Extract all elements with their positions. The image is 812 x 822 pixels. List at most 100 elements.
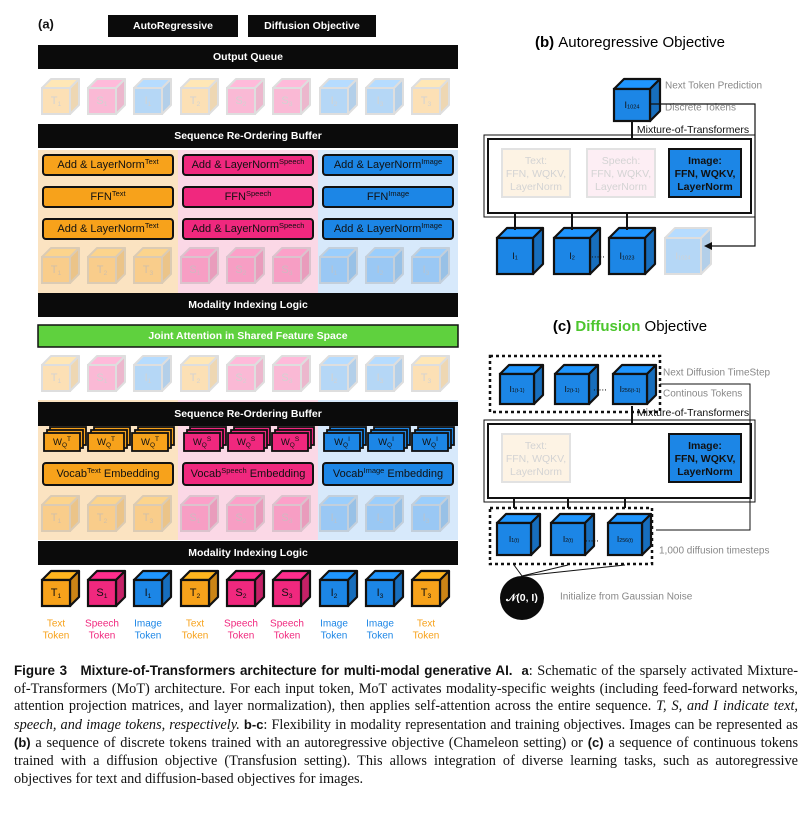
wq-card-2-0-0 [323,432,361,452]
cube-label: T1 [51,587,62,599]
cube-top [41,355,80,366]
caption-b-ref: (b) [14,735,31,751]
cube-side [300,78,311,115]
cube-label: S2 [235,512,246,524]
cube-label: S3 [281,587,292,599]
input-caption-type-4: Speech [224,619,258,630]
cube-front [272,256,302,284]
output-token-5: S3 [272,78,311,115]
cube-top [226,355,265,366]
cube-front [319,364,349,392]
input-token-0: T1 [40,569,81,608]
output-token-7: I3 [365,78,404,115]
layernorm-bottom-2-label: Add & LayerNormImage [334,221,442,236]
cube-top [180,78,219,89]
wq-label-1-2: WQS [281,436,300,449]
layernorm-bottom-1: Add & LayerNormSpeech [182,218,314,240]
panel-b-input-cube-0: I1 [495,226,545,276]
sorted-token-low-0: T1 [41,495,80,532]
expert-line3: LayerNorm [510,466,562,478]
mid-token-0: T1 [41,355,80,392]
cube-side [439,355,450,392]
cube-front [411,364,441,392]
cube-front [180,87,210,115]
panel-b-expert-1: Speech:FFN, WQKV,LayerNorm [586,148,656,198]
layernorm-bottom-0: Add & LayerNormText [42,218,174,240]
joint-attention-label: Joint Attention in Shared Feature Space [148,330,347,342]
cube-label: T3 [421,587,432,599]
cube-side [69,355,80,392]
layernorm-top-0: Add & LayerNormText [42,154,174,176]
cube-label: I3 [377,587,384,599]
cube-label: I2 [569,251,575,261]
cube-front [411,256,441,284]
cube-side [529,512,542,557]
expert-title: Text: [525,440,547,452]
diffusion-objective-pill: Diffusion Objective [248,15,376,37]
input-caption-type-8: Text [417,619,436,630]
cube-front [607,236,647,276]
cube-front [606,521,644,557]
cube-side [300,495,311,532]
cube-side [208,495,219,532]
cube-top [272,495,311,506]
caption-c-text: a sequence of continuous tokens trained … [14,735,799,787]
next-step-label: Next Diffusion TimeStep [663,368,771,379]
cube-side [69,247,80,284]
autoregressive-pill: AutoRegressive [108,15,238,37]
cube-front [132,578,164,608]
cube-label: S2 [235,372,246,384]
wq-card-0-0-0 [43,432,81,452]
cube-front [664,237,702,275]
cube-top [226,495,265,506]
cube-top [365,355,404,366]
sorted-token-low-3: S1 [180,495,219,532]
cube-label: T2 [190,372,201,384]
modality-logic-top-bg [38,293,458,317]
cube-front [411,87,441,115]
layernorm-bottom-2: Add & LayerNormImage [322,218,454,240]
cube-front [272,87,302,115]
cube-label: I1024 [676,251,691,261]
sorted-token-1: T2 [87,247,126,284]
wq-label-0-0: WQT [53,436,71,449]
cube-top [133,495,172,506]
cube-top [180,495,219,506]
cube-front [272,364,302,392]
cube-label: I3 [423,264,430,276]
cube-top [411,78,450,89]
cube-side [208,355,219,392]
input-token-5: S3 [271,569,312,608]
caption-a-text: : Schematic of the sparsely activated Mi… [14,663,798,715]
cube-label: T3 [421,372,432,384]
mid-token-7: I3 [365,355,404,392]
sorted-token-6: I1 [319,247,358,284]
wq-label-2-2: WQI [422,436,438,449]
cube-front [133,256,163,284]
cube-front [40,578,72,608]
cube-top [133,247,172,258]
wq-card-2-2-0 [411,432,449,452]
modality-logic-top-label: Modality Indexing Logic [188,299,308,311]
vocab-embedding-0: VocabText Embedding [42,462,174,486]
cube-front [87,364,117,392]
output-queue-bar: Output Queue [38,45,458,69]
wq-label-0-1: WQT [97,436,115,449]
panel-c-output-cube-0: I1(t-1) [498,363,545,406]
cube-label: I3 [423,512,430,524]
cube-label: S3 [281,512,292,524]
cube-top [319,247,358,258]
expert-title: Text: [525,155,547,167]
cube-label: I2 [377,512,384,524]
cube-label: S3 [281,264,292,276]
sorted-token-5: S3 [272,247,311,284]
ffn-0-box [42,186,174,208]
cube-front [552,236,592,276]
output-token-2: I1 [133,78,172,115]
cube-front [226,87,256,115]
input-caption-token-8: Token [413,631,440,642]
cube-front [226,256,256,284]
noise-text: Initialize from Gaussian Noise [560,592,693,603]
wq-card-0-2-0 [131,432,169,452]
